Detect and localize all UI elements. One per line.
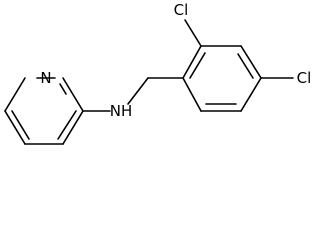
- molecule-diagram: N NH Cl Cl: [4, 1, 312, 145]
- bond: [4, 110, 26, 145]
- bond: [240, 77, 262, 112]
- pyridine-ring: [4, 77, 84, 145]
- double-bond-line: [57, 110, 77, 140]
- chlorine-top-label: Cl: [174, 1, 189, 19]
- benzene-ring: [182, 45, 262, 112]
- double-bond-line: [189, 52, 206, 79]
- amine-linker: [82, 77, 184, 112]
- pyridine-nitrogen-label: N: [40, 69, 51, 87]
- bond: [62, 77, 84, 112]
- amine-nh-label: NH: [110, 102, 133, 120]
- double-bond-line: [59, 83, 67, 95]
- double-bond-line: [237, 53, 254, 79]
- structure-canvas: N NH Cl Cl: [4, 1, 312, 145]
- bond: [240, 45, 262, 79]
- bond: [127, 77, 149, 105]
- bond: [62, 110, 84, 145]
- bond: [184, 19, 202, 47]
- bond: [182, 77, 202, 112]
- double-bond-line: [11, 110, 30, 140]
- chloro-bonds: [184, 19, 294, 79]
- bond: [182, 45, 202, 79]
- chlorine-right-label: Cl: [297, 69, 312, 87]
- bond: [4, 77, 26, 112]
